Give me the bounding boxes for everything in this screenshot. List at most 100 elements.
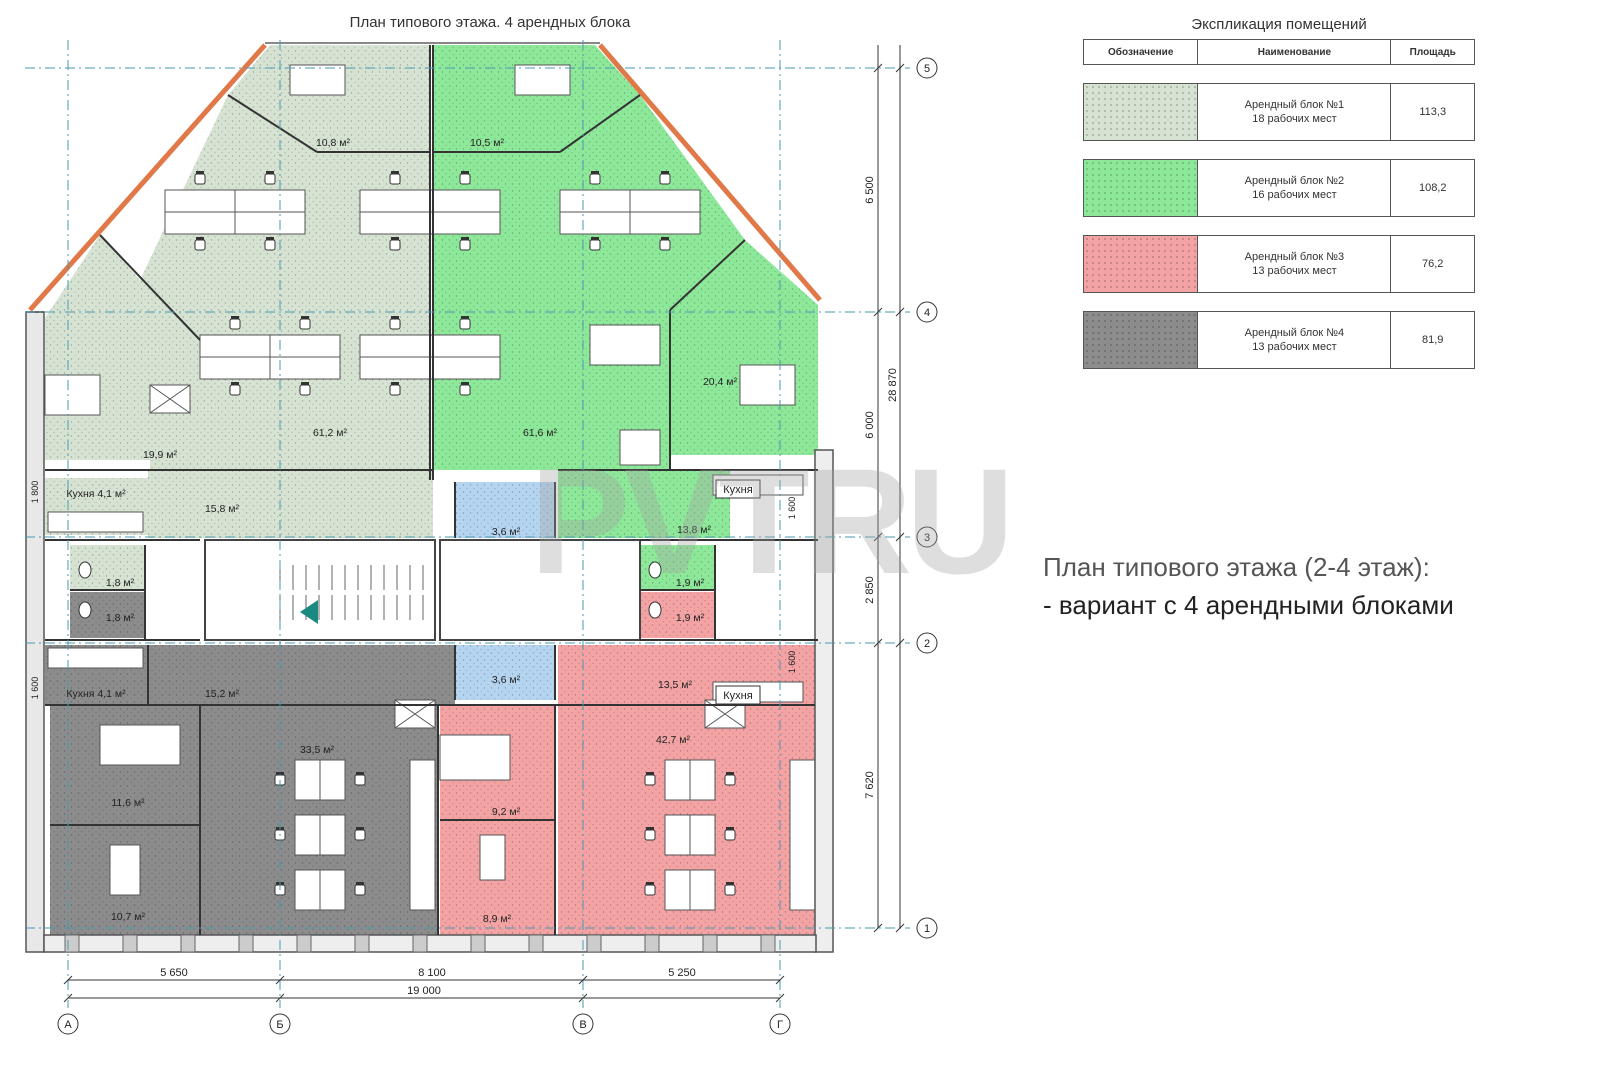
room-texture — [455, 482, 555, 538]
legend-block-area: 76,2 — [1422, 258, 1444, 270]
desk — [664, 814, 691, 856]
dimension-small: 1 600 — [787, 651, 797, 674]
room-area-label: 3,6 м² — [492, 526, 521, 538]
inner-wall — [669, 239, 746, 311]
legend-block-area: 81,9 — [1422, 334, 1444, 346]
inner-wall — [559, 94, 641, 153]
desk — [739, 364, 796, 406]
dimension-value: 6 500 — [864, 176, 876, 204]
legend-block-area: 113,3 — [1419, 106, 1447, 118]
chair — [229, 318, 241, 330]
chair-back — [391, 171, 399, 174]
room-area-label: 3,6 м² — [492, 674, 521, 686]
dimension-value: 8 100 — [418, 967, 446, 979]
desk — [164, 189, 236, 213]
chair-back — [391, 382, 399, 385]
dimension-line — [873, 532, 883, 542]
window-pier — [644, 934, 660, 953]
chair — [354, 884, 366, 896]
chair-back — [646, 827, 654, 830]
toilet — [648, 561, 662, 579]
room-texture — [433, 95, 745, 470]
room-texture — [148, 470, 433, 538]
desk — [559, 189, 631, 213]
room-area-label: 15,2 м² — [205, 688, 240, 700]
room-area-label: 1,9 м² — [676, 577, 705, 589]
chair-back — [591, 171, 599, 174]
chair-back — [461, 171, 469, 174]
dimension-line — [63, 993, 73, 1003]
chair-back — [356, 827, 364, 830]
chair-back — [591, 237, 599, 240]
axis-label: Б — [276, 1019, 283, 1031]
desk — [479, 834, 506, 881]
chair — [724, 829, 736, 841]
desk — [99, 724, 181, 766]
legend-block-seats: 16 рабочих мест — [1252, 189, 1337, 201]
kitchen-counter — [47, 511, 144, 533]
elevator-hall — [439, 539, 641, 641]
chair — [389, 384, 401, 396]
kitchen-tag — [715, 479, 761, 499]
room-area-label: Кухня 4,1 м² — [66, 688, 126, 700]
chair — [644, 884, 656, 896]
axis-bubble — [916, 632, 938, 654]
axis-bubble — [916, 917, 938, 939]
legend-block-seats: 13 рабочих мест — [1252, 265, 1337, 277]
axis-label: 3 — [924, 532, 930, 544]
caption: План типового этажа (2-4 этаж): - вариан… — [1043, 548, 1454, 624]
dimension-line — [775, 993, 785, 1003]
dimension-line — [895, 638, 905, 648]
legend-header: Обозначение Наименование Площадь — [1083, 39, 1475, 65]
legend-title: Экспликация помещений — [1191, 16, 1367, 33]
desk — [429, 189, 501, 213]
room-texture — [70, 545, 145, 590]
caption-line-1: План типового этажа (2-4 этаж): — [1043, 552, 1430, 582]
desk — [514, 64, 571, 96]
chair-back — [646, 882, 654, 885]
desk — [199, 334, 271, 358]
axis-label: 1 — [924, 923, 930, 935]
inner-wall — [227, 94, 318, 153]
room-area-label: 10,8 м² — [316, 137, 351, 149]
desk — [359, 189, 431, 213]
facade-window-left — [28, 43, 267, 312]
desk — [359, 211, 431, 235]
kitchen-tag-label: Кухня — [723, 690, 752, 702]
dimension-line — [578, 975, 588, 985]
chair — [459, 239, 471, 251]
window-pier — [702, 934, 718, 953]
wall-south — [43, 934, 817, 953]
window-pier — [586, 934, 602, 953]
room-area-label: 61,2 м² — [313, 427, 348, 439]
chair — [644, 774, 656, 786]
chair — [389, 239, 401, 251]
chair — [724, 774, 736, 786]
room-area-label: Кухня 4,1 м² — [66, 488, 126, 500]
room-area-label: 42,7 м² — [656, 734, 691, 746]
legend-swatch — [1084, 236, 1199, 292]
facade-window-right — [598, 43, 822, 302]
window-pier — [354, 934, 370, 953]
dimension-value: 5 250 — [668, 967, 696, 979]
desk — [294, 869, 321, 911]
inner-wall — [99, 234, 201, 341]
desk — [619, 429, 661, 466]
dimension-value: 2 850 — [864, 576, 876, 604]
room-area-label: 33,5 м² — [300, 744, 335, 756]
kitchen-tag — [715, 685, 761, 705]
desk — [629, 189, 701, 213]
dimension-line — [275, 975, 285, 985]
desk — [429, 334, 501, 358]
chair — [194, 173, 206, 185]
chair — [264, 173, 276, 185]
chair-back — [726, 882, 734, 885]
legend-block-seats: 13 рабочих мест — [1252, 341, 1337, 353]
